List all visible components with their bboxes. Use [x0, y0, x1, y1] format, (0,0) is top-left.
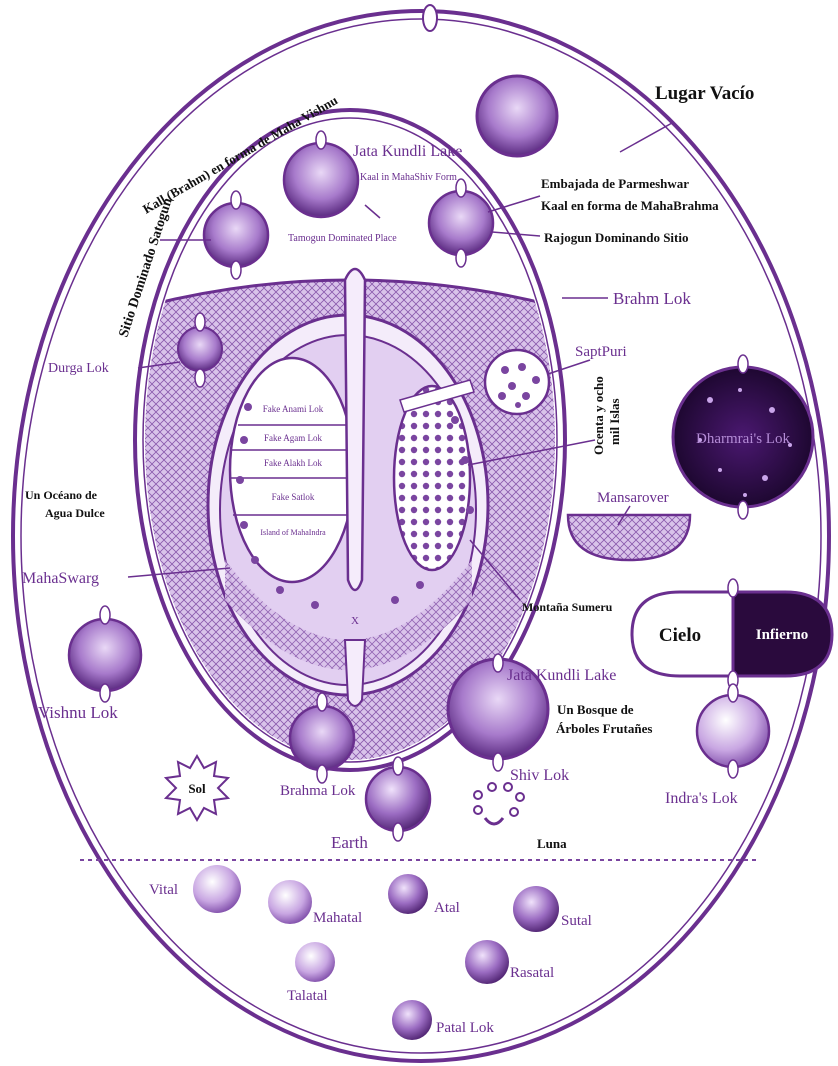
patal-orb	[392, 1000, 432, 1040]
rasatal-label: Rasatal	[510, 965, 554, 981]
kaal-mahashiv-label: Kaal in MahaShiv Form	[360, 172, 457, 183]
oceano-label-1: Un Océano de	[25, 488, 98, 502]
bosque-label-2: Árboles Frutañes	[556, 721, 652, 736]
mansarover-label: Mansarover	[597, 490, 669, 506]
mahatal-label: Mahatal	[313, 910, 362, 926]
jata-kundli-top-label: Jata Kundli Lake	[353, 143, 462, 160]
fake-satlok-label: Fake Satlok	[272, 492, 315, 502]
bosque-label-1: Un Bosque de	[557, 702, 634, 717]
oceano-label-2: Agua Dulce	[45, 506, 105, 520]
vishnu-lok-label: Vishnu Lok	[38, 703, 118, 722]
top-connector-icon	[423, 5, 437, 31]
dharmrai-label: Dharmrai's Lok	[696, 431, 790, 447]
shiv-lok-label: Shiv Lok	[510, 767, 569, 784]
earth-label: Earth	[331, 833, 368, 852]
tamogun-label: Tamogun Dominated Place	[288, 233, 397, 244]
embajada-label: Embajada de Parmeshwar	[541, 176, 689, 191]
talatal-orb	[295, 942, 335, 982]
sutal-label: Sutal	[561, 913, 592, 929]
parmeshwar-circle	[477, 76, 557, 156]
mahaswarg-label: MahaSwarg	[22, 570, 99, 587]
ochenta-label-2: mil Islas	[607, 398, 622, 445]
mahatal-orb	[268, 880, 312, 924]
sol-label: Sol	[188, 781, 206, 796]
talatal-label: Talatal	[287, 988, 328, 1004]
atal-label: Atal	[434, 900, 460, 916]
fake-agam-label: Fake Agam Lok	[264, 433, 322, 443]
lugar-vacio-label: Lugar Vacío	[655, 83, 754, 104]
vital-label: Vital	[149, 882, 178, 898]
brahma-lok-label: Brahma Lok	[280, 783, 356, 799]
rajogun-label: Rajogun Dominando Sitio	[544, 230, 688, 245]
jata-kundli-bottom-label: Jata Kundli Lake	[507, 667, 616, 684]
fake-alakh-label: Fake Alakh Lok	[264, 458, 322, 468]
indra-lok-label: Indra's Lok	[665, 790, 738, 807]
sumeru-pole	[345, 269, 365, 590]
fake-anami-label: Fake Anami Lok	[263, 404, 324, 414]
kaal-mahabrahma-label: Kaal en forma de MahaBrahma	[541, 198, 719, 213]
atal-orb	[388, 874, 428, 914]
ochenta-label-1: Ocenta y ocho	[591, 376, 606, 455]
infierno-label: Infierno	[756, 627, 809, 643]
x-mark: X	[351, 615, 359, 627]
vital-orb	[193, 865, 241, 913]
island-mahaindra-label: Island of MahaIndra	[260, 528, 326, 537]
islands-egg	[394, 386, 470, 570]
cielo-label: Cielo	[659, 625, 701, 646]
fake-loks-egg	[230, 358, 354, 582]
saptpuri-label: SaptPuri	[575, 344, 627, 360]
rasatal-orb	[465, 940, 509, 984]
luna-label: Luna	[537, 836, 567, 851]
durga-lok-label: Durga Lok	[48, 361, 109, 376]
montana-label: Montaña Sumeru	[522, 600, 613, 614]
patal-lok-label: Patal Lok	[436, 1020, 494, 1036]
sutal-orb	[513, 886, 559, 932]
brahm-lok-label: Brahm Lok	[613, 289, 691, 308]
